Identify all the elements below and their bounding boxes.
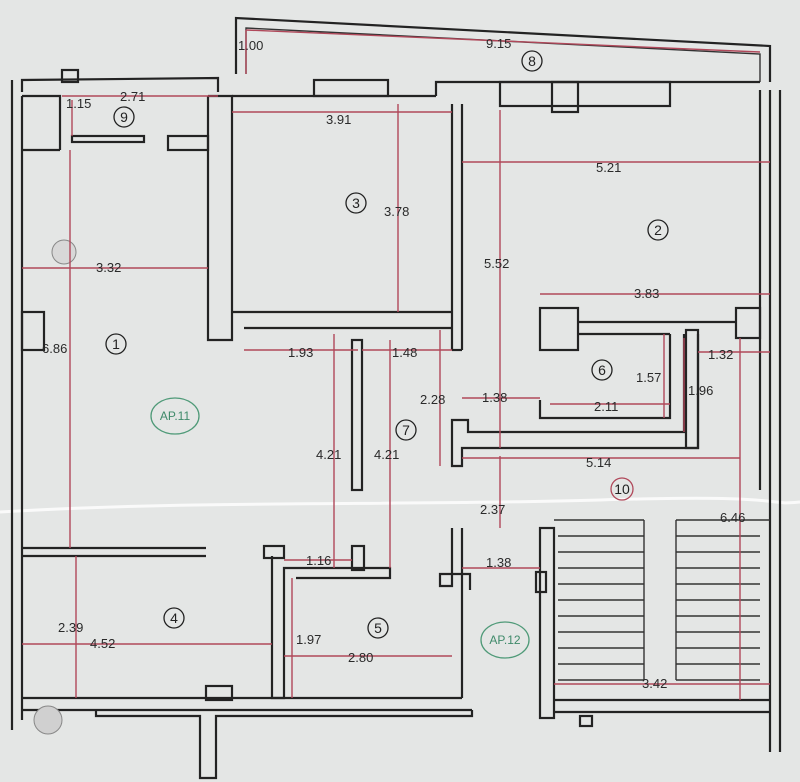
column bbox=[20, 310, 46, 352]
dim-label: 6.46 bbox=[720, 510, 745, 525]
column bbox=[578, 714, 594, 728]
room-marker bbox=[591, 359, 613, 381]
apartment-label: AP.12 bbox=[489, 633, 520, 647]
balcony-railing bbox=[234, 16, 772, 82]
column bbox=[538, 306, 580, 352]
dim-label: 1.32 bbox=[708, 347, 733, 362]
dim-label: 3.32 bbox=[96, 260, 121, 275]
drain-icon bbox=[51, 239, 77, 265]
window bbox=[498, 80, 672, 108]
dim-label: 1.38 bbox=[486, 555, 511, 570]
wall-segment bbox=[350, 338, 364, 492]
dim-label: 5.14 bbox=[586, 455, 611, 470]
dim-label: 1.48 bbox=[392, 345, 417, 360]
dim-label: 4.52 bbox=[90, 636, 115, 651]
column bbox=[550, 80, 580, 114]
room-number: 8 bbox=[528, 53, 536, 69]
room-marker bbox=[367, 617, 389, 639]
dim-label: 6.86 bbox=[42, 341, 67, 356]
dimension-labels: 9.15 1.00 2.71 1.15 3.91 5.21 3.78 5.52 … bbox=[42, 36, 745, 691]
dim-label: 5.52 bbox=[484, 256, 509, 271]
room-number: 1 bbox=[112, 336, 120, 352]
room-number: 4 bbox=[170, 610, 178, 626]
column bbox=[204, 684, 234, 702]
dim-label: 1.00 bbox=[238, 38, 263, 53]
room-marker bbox=[395, 419, 417, 441]
dimension-lines bbox=[22, 29, 770, 700]
window bbox=[312, 78, 390, 98]
room-marker bbox=[647, 219, 669, 241]
wall-segment bbox=[538, 526, 556, 720]
staircase bbox=[554, 519, 770, 681]
room-number: 3 bbox=[352, 195, 360, 211]
dim-label: 2.71 bbox=[120, 89, 145, 104]
dim-label: 9.15 bbox=[486, 36, 511, 51]
room-marker bbox=[345, 192, 367, 214]
wall-segment bbox=[70, 134, 146, 144]
dim-label: 2.80 bbox=[348, 650, 373, 665]
dim-label: 2.39 bbox=[58, 620, 83, 635]
wall-segment bbox=[684, 328, 700, 450]
dim-label: 1.15 bbox=[66, 96, 91, 111]
dim-label: 1.93 bbox=[288, 345, 313, 360]
dim-label: 4.21 bbox=[316, 447, 341, 462]
room-marker bbox=[105, 333, 127, 355]
column bbox=[534, 570, 548, 594]
dim-label: 1.16 bbox=[306, 553, 331, 568]
drain-icon bbox=[33, 705, 63, 735]
dim-label: 3.91 bbox=[326, 112, 351, 127]
column bbox=[262, 544, 286, 560]
dim-label: 1.38 bbox=[482, 390, 507, 405]
room-marker bbox=[610, 477, 634, 501]
room-number: 5 bbox=[374, 620, 382, 636]
dim-label: 2.37 bbox=[480, 502, 505, 517]
apartment-labels: AP.11 AP.12 bbox=[150, 397, 530, 659]
dim-label: 4.21 bbox=[374, 447, 399, 462]
paper-fold bbox=[0, 496, 800, 514]
room-marker bbox=[163, 607, 185, 629]
walls bbox=[10, 16, 782, 780]
room-number: 9 bbox=[120, 109, 128, 125]
column bbox=[734, 306, 762, 340]
room-number: 2 bbox=[654, 222, 662, 238]
column bbox=[60, 68, 80, 84]
column bbox=[350, 544, 366, 572]
room-number: 6 bbox=[598, 362, 606, 378]
dim-label: 3.83 bbox=[634, 286, 659, 301]
dim-label: 3.78 bbox=[384, 204, 409, 219]
dim-label: 2.28 bbox=[420, 392, 445, 407]
dim-label: 2.11 bbox=[594, 399, 618, 414]
room-number: 10 bbox=[614, 481, 630, 497]
wall-segment bbox=[166, 134, 210, 152]
dim-label: 5.21 bbox=[596, 160, 621, 175]
apartment-marker bbox=[150, 397, 200, 435]
dim-label: 1.97 bbox=[296, 632, 321, 647]
room-labels: 1 2 3 4 5 6 7 8 9 10 bbox=[105, 50, 669, 639]
dim-label: 1.57 bbox=[636, 370, 661, 385]
dim-label: 1.96 bbox=[688, 383, 713, 398]
room-marker bbox=[521, 50, 543, 72]
apartment-label: AP.11 bbox=[160, 409, 191, 423]
dim-label: 3.42 bbox=[642, 676, 667, 691]
apartment-marker bbox=[480, 621, 530, 659]
room-marker bbox=[113, 106, 135, 128]
room-number: 7 bbox=[402, 422, 410, 438]
